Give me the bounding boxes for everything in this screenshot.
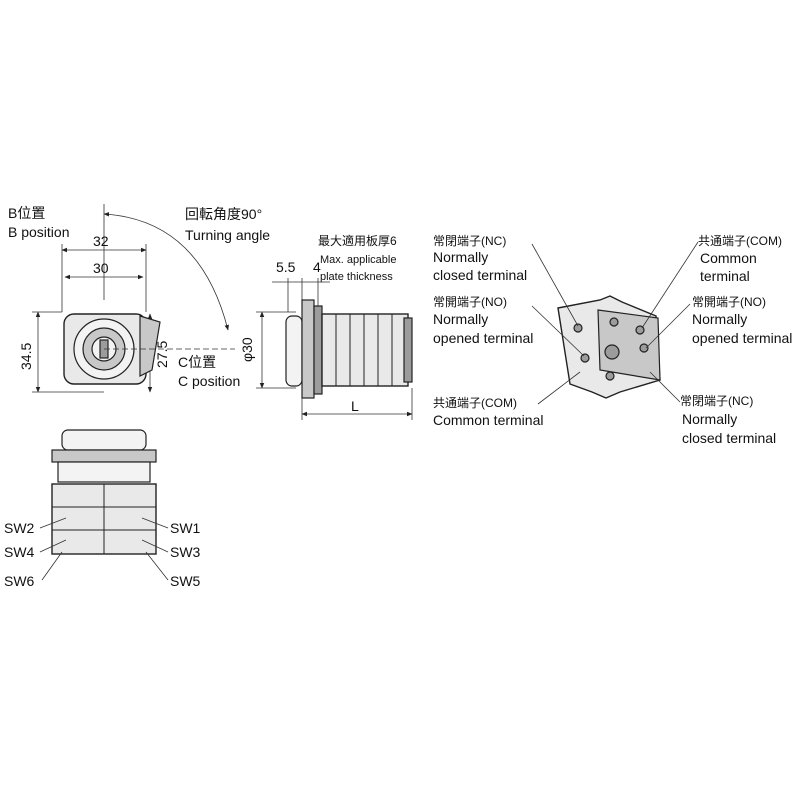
left-com-en: Common terminal [433, 412, 543, 428]
left-nc-jp: 常閉端子(NC) [433, 234, 506, 248]
terminal-bottom [605, 371, 615, 381]
turning-angle-label-en: Turning angle [185, 227, 270, 243]
dim-diameter: φ30 [239, 337, 255, 362]
leader-left-com [537, 371, 581, 405]
b-position-label-en: B position [8, 224, 69, 240]
b-position-label-jp: B位置 [8, 205, 45, 221]
right-nc-en-2: closed terminal [682, 430, 776, 446]
plate-thickness-label-jp: 最大適用板厚6 [318, 233, 397, 248]
bottom-plate [51, 449, 157, 463]
c-position-label-en: C position [178, 373, 240, 389]
right-no-en-2: opened terminal [692, 330, 792, 346]
right-nc-en-1: Normally [682, 411, 737, 427]
leader-sw1 [141, 517, 169, 529]
right-com-en-1: Common [700, 250, 757, 266]
label-sw5: SW5 [170, 573, 201, 589]
right-no-jp: 常開端子(NO) [692, 295, 766, 309]
side-bezel [285, 315, 303, 387]
left-nc-en-2: closed terminal [433, 267, 527, 283]
leader-left-nc [531, 243, 579, 327]
left-no-en-2: opened terminal [433, 330, 533, 346]
dim-height-outer: 34.5 [18, 343, 34, 370]
plate-thickness-label-en-2: plate thickness [320, 271, 393, 283]
terminal-view: 常閉端子(NC) Normally closed terminal 常開端子(N… [433, 234, 792, 446]
left-no-jp: 常開端子(NO) [433, 295, 507, 309]
right-com-jp: 共通端子(COM) [698, 234, 782, 248]
leader-sw5 [145, 551, 169, 581]
bottom-bezel [61, 429, 147, 451]
leader-right-nc [649, 371, 681, 403]
front-view: B位置 B position 回転角度90° Turning angle 32 … [8, 204, 270, 393]
side-end-cap [403, 317, 413, 383]
label-sw3: SW3 [170, 544, 201, 560]
left-com-jp: 共通端子(COM) [433, 396, 517, 410]
dim-length: L [351, 398, 359, 414]
front-side-tab [139, 315, 161, 377]
leader-left-no [531, 305, 585, 357]
label-sw2: SW2 [4, 520, 35, 536]
label-sw1: SW1 [170, 520, 201, 536]
side-view: 最大適用板厚6 Max. applicable plate thickness … [239, 233, 413, 420]
dim-5-5: 5.5 [276, 259, 296, 275]
dim-height-inner: 27.5 [154, 341, 170, 368]
right-no-en-1: Normally [692, 311, 747, 327]
side-plate [301, 299, 315, 399]
leader-sw6 [41, 551, 63, 581]
leader-right-no [645, 303, 691, 349]
dim-4: 4 [313, 259, 321, 275]
bottom-view: SW2 SW4 SW6 SW1 SW3 SW5 [4, 429, 201, 589]
c-position-label-jp: C位置 [178, 354, 216, 370]
dim-width-outer: 32 [93, 233, 109, 249]
leader-right-com [641, 241, 699, 329]
side-nut [313, 305, 323, 395]
terminal-no-left [580, 353, 590, 363]
right-com-en-2: terminal [700, 268, 750, 284]
label-sw6: SW6 [4, 573, 35, 589]
leader-sw3 [141, 539, 169, 553]
left-no-en-1: Normally [433, 311, 488, 327]
terminal-top [609, 317, 619, 327]
left-nc-en-1: Normally [433, 249, 488, 265]
terminal-face [597, 309, 661, 381]
label-sw4: SW4 [4, 544, 35, 560]
plate-thickness-label-en-1: Max. applicable [320, 254, 396, 266]
side-switch-body [321, 313, 409, 387]
leader-sw2 [39, 517, 67, 529]
terminal-no-right [639, 343, 649, 353]
turning-angle-label-jp: 回転角度90° [185, 206, 262, 222]
bottom-nut [57, 461, 151, 483]
right-nc-jp: 常閉端子(NC) [680, 394, 753, 408]
dim-width-inner: 30 [93, 260, 109, 276]
leader-sw4 [39, 539, 67, 553]
terminal-center-post [604, 344, 620, 360]
terminal-nc-left [573, 323, 583, 333]
turning-angle-arc [103, 212, 229, 331]
